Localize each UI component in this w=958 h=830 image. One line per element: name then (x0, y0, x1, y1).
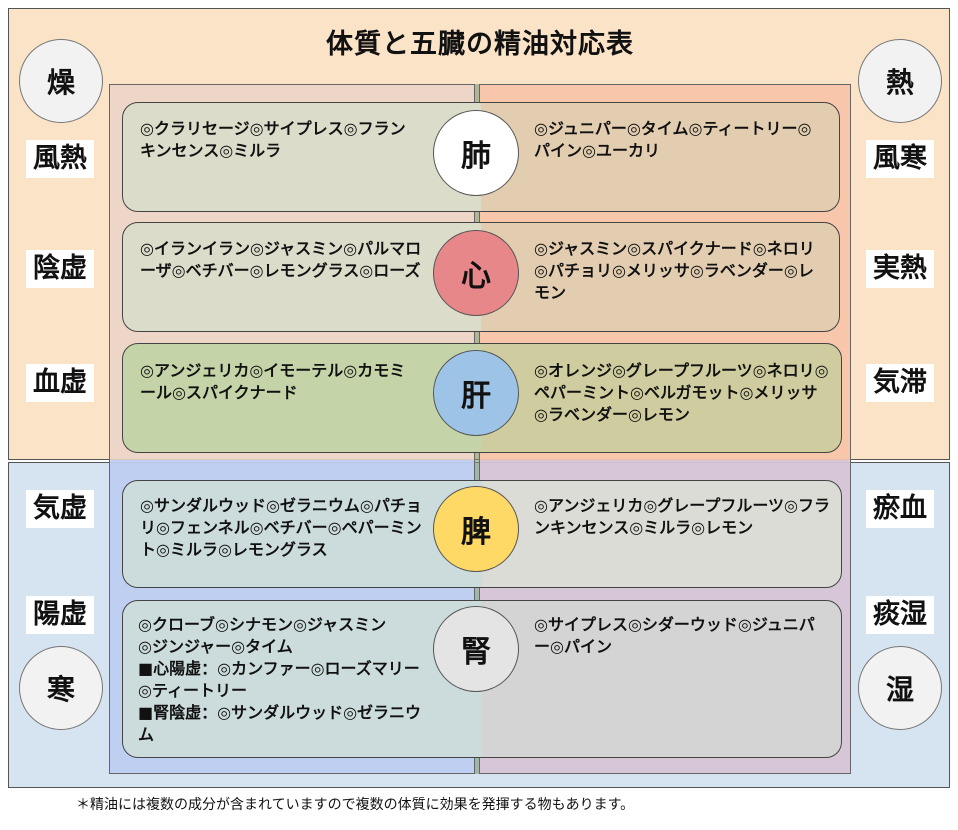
organ-kidney: 腎 (433, 606, 519, 692)
corner-cold: 寒 (19, 646, 103, 730)
kidney-left-line-3: ■心陽虚：◎カンファー◎ローズマリー◎ティートリー (138, 659, 420, 700)
row-lung-right-oils: ◎ジュニパー◎タイム◎ティートリー◎パイン◎ユーカリ (534, 119, 812, 160)
row-spleen-left-oils: ◎サンダルウッド◎ゼラニウム◎パチョリ◎フェンネル◎ベチバー◎ペパーミント◎ミル… (140, 496, 422, 559)
kidney-left-line-4: ■腎陰虚：◎サンダルウッド◎ゼラニウム (138, 703, 422, 744)
organ-heart: 心 (433, 230, 519, 316)
row-kidney-left-oils: ◎クローブ◎シナモン◎ジャスミン ◎ジンジャー◎タイム ■心陽虚：◎カンファー◎… (138, 614, 428, 746)
left-label-fuunetsu: 風熱 (26, 140, 94, 178)
corner-dry: 燥 (19, 39, 103, 123)
row-spleen-right-oils: ◎アンジェリカ◎グレープフルーツ◎フランキンセンス◎ミルラ◎レモン (534, 496, 830, 537)
left-label-kikyo: 気虚 (26, 490, 94, 528)
kidney-left-line-2: ◎ジンジャー◎タイム (138, 637, 293, 656)
right-label-jitsunetsu: 実熱 (866, 250, 934, 288)
right-label-tanshitsu: 痰湿 (866, 596, 934, 634)
row-heart-right-oils: ◎ジャスミン◎スパイクナード◎ネロリ◎パチョリ◎メリッサ◎ラベンダー◎レモン (534, 239, 815, 302)
row-kidney-right-oils: ◎サイプレス◎シダーウッド◎ジュニパー◎パイン (534, 615, 815, 656)
organ-liver: 肝 (433, 350, 519, 436)
right-label-fuukan: 風寒 (866, 140, 934, 178)
row-lung-left-oils: ◎クラリセージ◎サイプレス◎フランキンセンス◎ミルラ (140, 119, 406, 160)
organ-lung: 肺 (433, 110, 519, 196)
kidney-left-line-1: ◎クローブ◎シナモン◎ジャスミン (138, 615, 387, 634)
right-label-kitai: 気滞 (866, 364, 934, 402)
row-liver-right-oils: ◎オレンジ◎グレープフルーツ◎ネロリ◎ペパーミント◎ベルガモット◎メリッサ◎ラベ… (534, 361, 829, 424)
row-liver-left-oils: ◎アンジェリカ◎イモーテル◎カモミール◎スパイクナード (140, 361, 406, 402)
left-label-kekkyo: 血虚 (26, 364, 94, 402)
corner-heat: 熱 (858, 39, 942, 123)
right-label-oketsu: 瘀血 (866, 490, 934, 528)
page-title: 体質と五臓の精油対応表 (326, 29, 634, 60)
footnote: ＊精油には複数の成分が含まれていますので複数の体質に効果を発揮する物もあります。 (76, 797, 635, 813)
left-label-youkyo: 陽虚 (26, 596, 94, 634)
corner-damp: 湿 (858, 646, 942, 730)
organ-spleen: 脾 (433, 486, 519, 572)
row-heart-left-oils: ◎イランイラン◎ジャスミン◎パルマローザ◎ベチバー◎レモングラス◎ローズ (140, 239, 422, 280)
left-label-inkyo: 陰虚 (26, 250, 94, 288)
